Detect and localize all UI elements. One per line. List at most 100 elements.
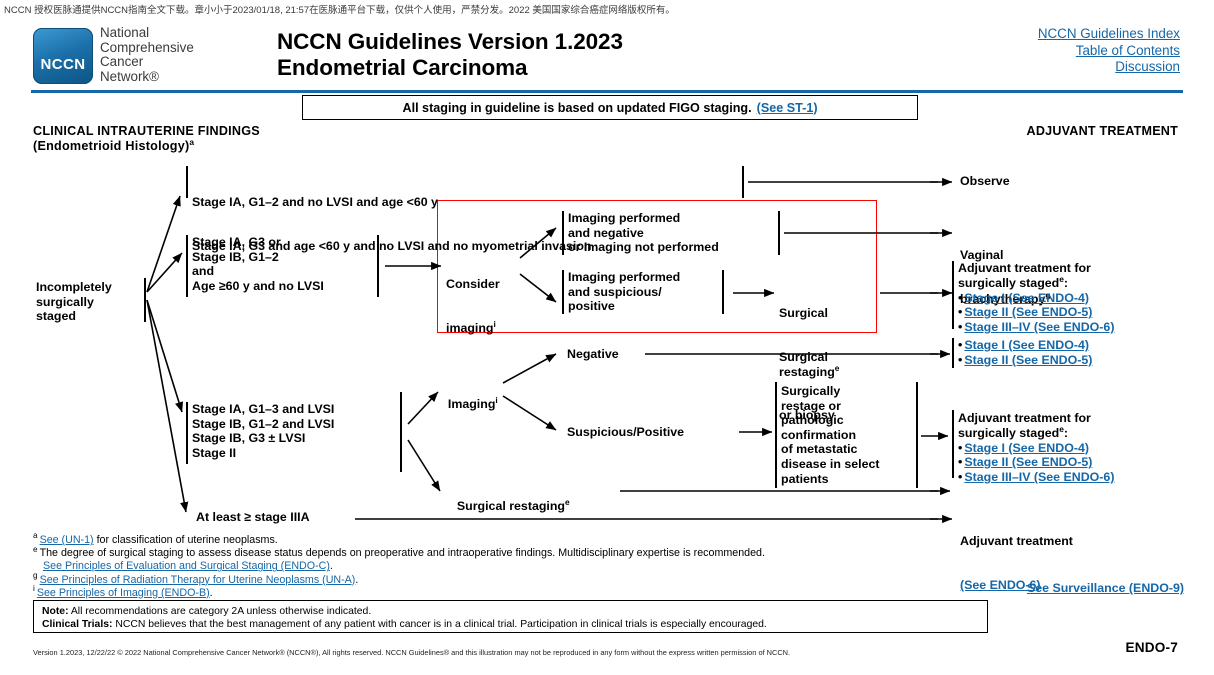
consider-imaging-line2-wrap: imagingi: [446, 318, 500, 336]
adjuvant-title-colon: :: [1063, 425, 1069, 440]
vaginal-brachytherapy-line1: Vaginal: [960, 248, 1004, 263]
page-title-line2: Endometrial Carcinoma: [277, 55, 528, 80]
footnote-mark-e: e: [33, 544, 38, 554]
branch3-adjuvant-bar: [952, 410, 954, 478]
page-title: NCCN Guidelines Version 1.2023 Endometri…: [277, 29, 623, 81]
footnote-a-text: for classification of uterine neoplasms.: [93, 534, 278, 546]
note-line2: Clinical Trials: NCCN believes that the …: [42, 618, 979, 631]
column-header-line1: CLINICAL INTRAUTERINE FINDINGS: [33, 124, 260, 138]
link-principles-imaging[interactable]: See Principles of Imaging (ENDO-B): [36, 586, 210, 599]
note-line1-text: All recommendations are category 2A unle…: [68, 606, 372, 617]
branch1-criteria-line1: Stage IA, G1–2 and no LVSI and age <60 y: [192, 195, 438, 210]
link-guidelines-index[interactable]: NCCN Guidelines Index: [1037, 26, 1180, 41]
column-header-adjuvant-treatment: ADJUVANT TREATMENT: [1026, 124, 1178, 138]
footnote-mark-a: a: [33, 531, 38, 541]
footnote-marker-g-1: g: [1045, 289, 1051, 300]
branch1-left-bar: [186, 166, 188, 198]
link-principles-radiation-therapy[interactable]: See Principles of Radiation Therapy for …: [39, 573, 356, 586]
branch2-negative-right-bar: [778, 211, 780, 255]
link-stage-2-endo5-b[interactable]: Stage II (See ENDO-5): [964, 455, 1093, 470]
footnote-marker-i-1: i: [493, 318, 496, 329]
branch2-negative-bar: [562, 211, 564, 255]
branch2-adjuvant-bar: [952, 261, 954, 329]
link-stage-2-endo5-neg[interactable]: Stage II (See ENDO-5): [964, 352, 1093, 367]
link-stage-3-4-endo6-b[interactable]: Stage III–IV (See ENDO-6): [964, 470, 1115, 485]
note-line2-label: Clinical Trials:: [42, 619, 113, 630]
link-stage-1-endo4-b[interactable]: Stage I (See ENDO-4): [964, 440, 1089, 455]
link-principles-evaluation-surgical-staging[interactable]: See Principles of Evaluation and Surgica…: [43, 560, 330, 573]
consider-imaging-line1: Consider: [446, 277, 500, 292]
list-item[interactable]: •Stage III–IV (See ENDO-6): [958, 470, 1114, 485]
footnote-marker-i-2: i: [495, 394, 498, 405]
node-imaging-negative: Imaging performed and negative or Imagin…: [568, 211, 719, 255]
branch2-positive-bar: [562, 270, 564, 314]
footnote-marker-e-3: e: [1059, 423, 1064, 434]
column-header-line2-wrap: (Endometrioid Histology)a: [33, 136, 260, 154]
list-item[interactable]: •Stage I (See ENDO-4): [958, 441, 1114, 456]
list-negative-outcomes: •Stage I (See ENDO-4) •Stage II (See END…: [958, 338, 1092, 368]
list-item[interactable]: •Stage I (See ENDO-4): [958, 338, 1092, 353]
consider-imaging-line2: imaging: [446, 320, 494, 335]
link-stage-1-endo4[interactable]: Stage I (See ENDO-4): [964, 290, 1089, 305]
list-item[interactable]: •Stage I (See ENDO-4): [958, 291, 1114, 306]
adjuvant-title-colon: :: [1063, 275, 1069, 290]
node-surgical-restaging-row: Surgical restaginge: [450, 484, 570, 513]
bullet-icon: •: [958, 338, 963, 352]
adjuvant-title-line2-wrap: surgically stagede:: [958, 423, 1114, 441]
footnote-marker-e-2: e: [1059, 273, 1064, 284]
bullet-icon: •: [958, 290, 963, 305]
list-item[interactable]: •Stage II (See ENDO-5): [958, 305, 1114, 320]
imaging-label: Imaging: [447, 396, 496, 411]
adjuvant-title-line1: Adjuvant treatment for: [958, 261, 1091, 275]
surgical-restaging-line2: Surgical restaging: [779, 349, 835, 379]
footnote-marker-a: a: [189, 136, 195, 147]
footnote-mark-i: i: [33, 584, 35, 594]
figo-banner-text: All staging in guideline is based on upd…: [402, 100, 752, 115]
branch3-negative-list-bar: [952, 338, 954, 368]
list-item[interactable]: •Stage II (See ENDO-5): [958, 353, 1092, 368]
nccn-logo: NCCN: [33, 28, 93, 84]
node-branch4-outcome: Adjuvant treatment (See ENDO-6): [960, 505, 1073, 607]
link-table-of-contents[interactable]: Table of Contents: [1075, 42, 1180, 58]
surgical-restaging-line2-wrap: Surgical restaginge: [779, 350, 839, 379]
branch3-left-bar: [186, 402, 188, 464]
adjuvant-title-line2: surgically staged: [958, 275, 1060, 290]
adjuvant-title-line2-wrap: surgically stagede:: [958, 273, 1114, 291]
link-see-surveillance[interactable]: See Surveillance (ENDO-9): [1026, 581, 1184, 595]
page-identifier: ENDO-7: [1125, 640, 1178, 655]
node-observe: Observe: [960, 174, 1010, 188]
link-see-un1[interactable]: See (UN-1): [39, 534, 94, 546]
figo-see-st1-link[interactable]: (See ST-1): [756, 100, 818, 115]
note-box: Note: All recommendations are category 2…: [33, 600, 988, 633]
list-item[interactable]: •Stage II (See ENDO-5): [958, 455, 1114, 470]
node-consider-imaging: Consider imagingi: [446, 248, 500, 350]
link-stage-3-4-endo6[interactable]: Stage III–IV (See ENDO-6): [964, 320, 1115, 335]
node-negative: Negative: [567, 347, 619, 361]
node-imaging-suspicious: Imaging performed and suspicious/ positi…: [568, 270, 681, 314]
note-line1: Note: All recommendations are category 2…: [42, 605, 979, 618]
bullet-icon: •: [958, 320, 963, 335]
column-header-line2: (Endometrioid Histology): [33, 138, 190, 153]
root-vertical-bar: [144, 278, 146, 322]
bullet-icon: •: [958, 455, 963, 470]
branch2-right-bar: [377, 235, 379, 297]
link-stage-1-endo4-neg[interactable]: Stage I (See ENDO-4): [964, 338, 1089, 352]
link-endo6-adjuvant[interactable]: (See ENDO-6): [960, 577, 1041, 592]
link-stage-2-endo5[interactable]: Stage II (See ENDO-5): [964, 305, 1093, 320]
adjuvant-title-line2: surgically staged: [958, 425, 1060, 440]
header-divider: [31, 90, 1183, 93]
surgical-restaging-row-label: Surgical restaging: [456, 498, 565, 513]
branch4-outcome-line1: Adjuvant treatment: [960, 534, 1073, 549]
list-item[interactable]: •Stage III–IV (See ENDO-6): [958, 320, 1114, 335]
vaginal-brachytherapy-line2: brachytherapy: [960, 291, 1046, 306]
link-discussion[interactable]: Discussion: [1115, 59, 1180, 74]
surgical-restaging-line1: Surgical: [779, 306, 828, 321]
note-line1-label: Note:: [42, 606, 69, 617]
copyright-text: Version 1.2023, 12/22/22 © 2022 National…: [33, 648, 791, 657]
branch3-restage-left-bar: [775, 382, 777, 488]
bullet-icon: •: [958, 352, 963, 367]
list-adjuvant-surgically-staged-1: Adjuvant treatment for surgically staged…: [958, 261, 1114, 335]
